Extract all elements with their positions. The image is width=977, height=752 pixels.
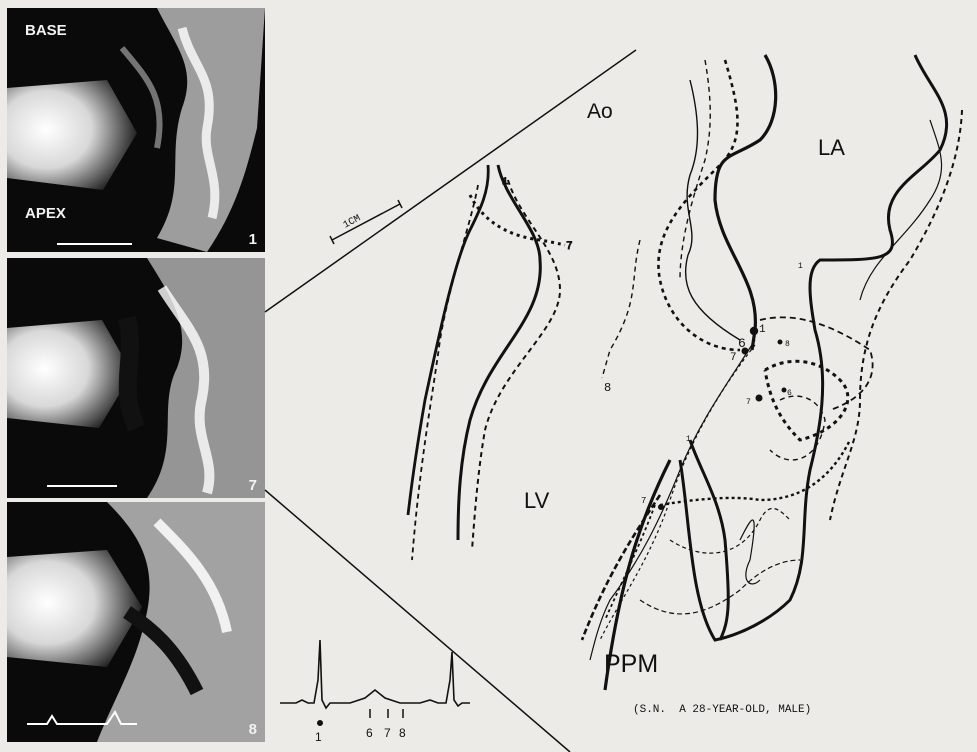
ecg-marker-6: 6	[366, 726, 373, 740]
ecg-marker-8: 8	[399, 726, 406, 740]
ppm-marker-1: 1	[686, 435, 691, 444]
sector-line-bottom	[265, 490, 570, 752]
mitral-marker-6: 6	[738, 336, 746, 351]
sector-line-top	[265, 50, 636, 312]
la-label: LA	[818, 135, 845, 160]
lv-wall-marker-1: 1	[502, 177, 508, 188]
stray-marker-8: 8	[604, 381, 611, 395]
ecg-trace: 1 6 7 8	[280, 640, 470, 744]
ppm-marker-7: 7	[641, 496, 646, 506]
ao-label: Ao	[587, 100, 613, 123]
ecg-marker-7: 7	[384, 726, 391, 740]
leaflet-marker-7: 7	[746, 398, 751, 407]
lv-label: LV	[524, 488, 550, 513]
lv-wall-marker-7: 7	[566, 241, 573, 253]
leaflet-marker-8: 8	[785, 340, 790, 349]
ppm-label: PPM	[604, 650, 658, 678]
leaflet-marker-6: 6	[787, 389, 792, 398]
mitral-marker-1: 1	[759, 324, 766, 336]
ecg-marker-1: 1	[315, 730, 322, 744]
mitral-valve-tracing	[582, 55, 962, 690]
patient-caption: (S.N. A 28-YEAR-OLD, MALE)	[633, 704, 811, 716]
mitral-marker-7: 7	[730, 352, 737, 364]
la-marker-1: 1	[798, 262, 803, 271]
ecg-dot-1	[317, 720, 323, 726]
